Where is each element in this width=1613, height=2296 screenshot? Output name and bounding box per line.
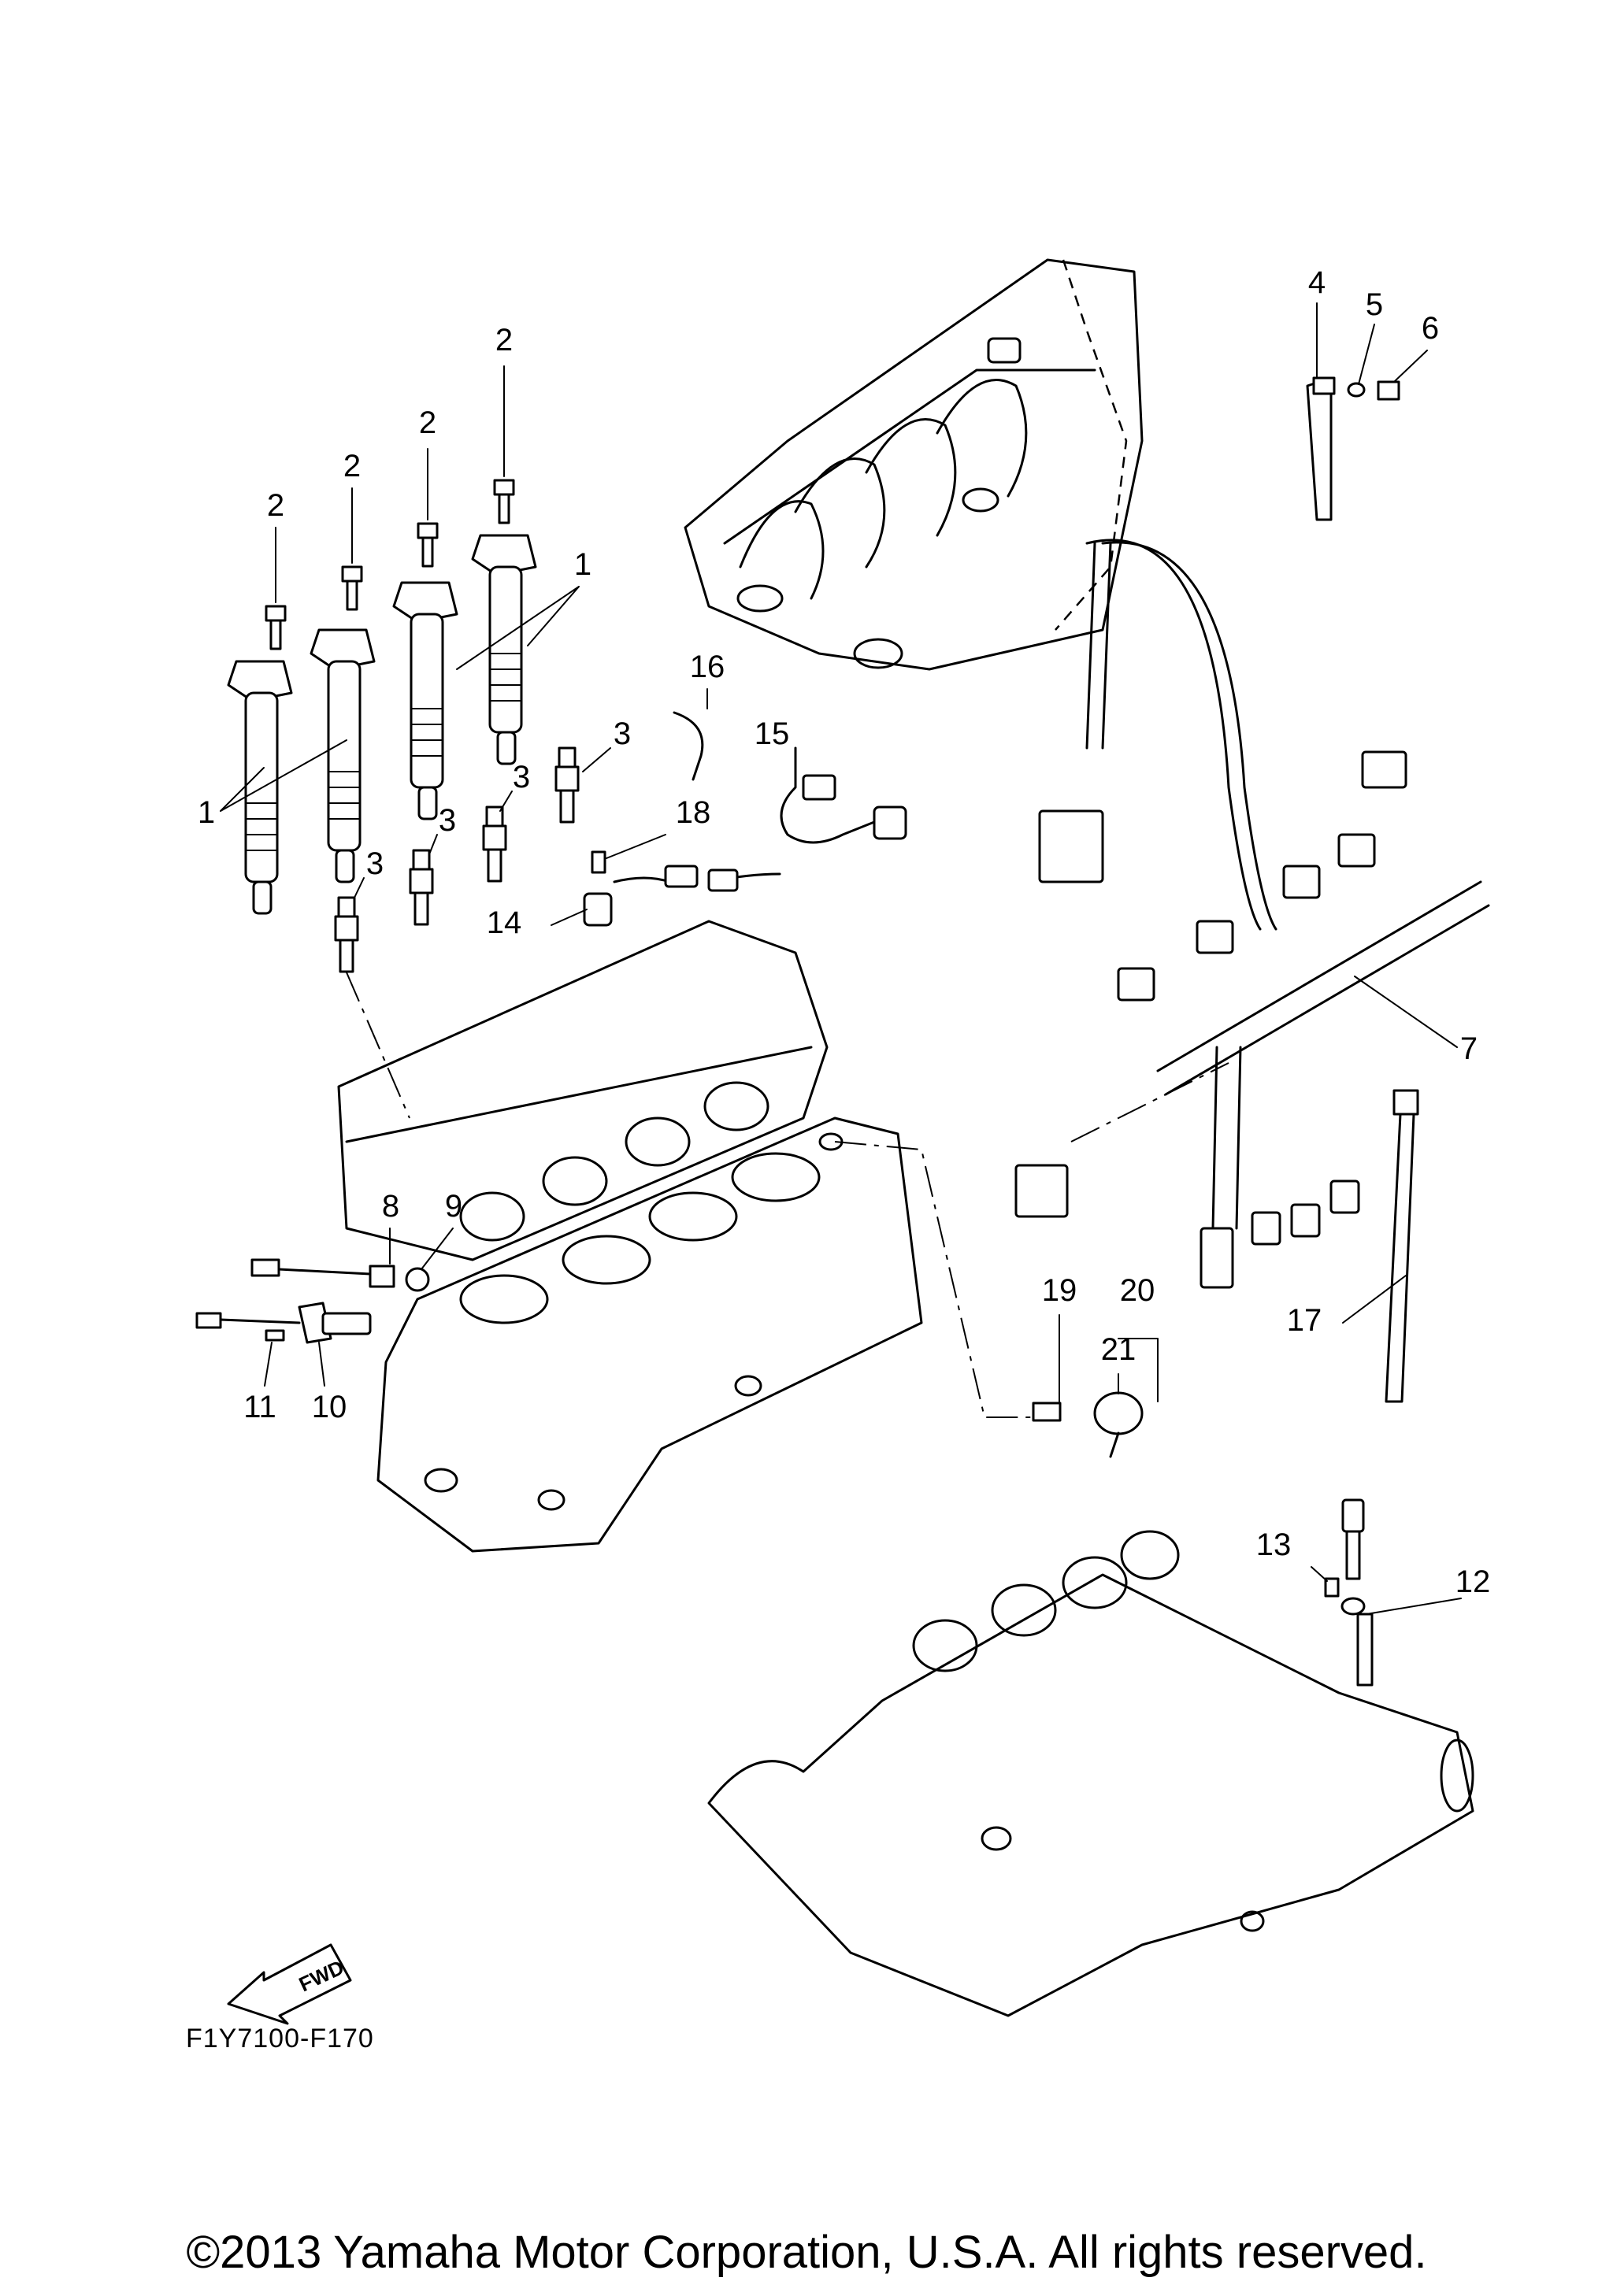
- copyright-notice: ©2013 Yamaha Motor Corporation, U.S.A. A…: [186, 2227, 1426, 2278]
- callout-label-14: 14: [487, 905, 522, 940]
- callout-label-5: 5: [1366, 287, 1383, 322]
- cable-tie: [1342, 1089, 1419, 1403]
- sensors-left: [195, 1228, 454, 1387]
- clamp-hardware: [1306, 302, 1428, 521]
- callout-label-11: 11: [243, 1390, 276, 1424]
- callout-label-20: 20: [1120, 1273, 1155, 1308]
- callout-label-15: 15: [755, 717, 790, 751]
- exhaust-manifold: [707, 1498, 1474, 2017]
- ignition-coils: [220, 534, 580, 915]
- callout-label-16: 16: [690, 650, 725, 684]
- sensors-top: [551, 688, 907, 927]
- callout-label-3: 3: [366, 846, 384, 881]
- callout-label-1: 1: [574, 547, 591, 582]
- callout-label-17: 17: [1287, 1303, 1322, 1338]
- fwd-arrow-icon: FWD: [227, 1943, 352, 2025]
- callout-label-19: 19: [1042, 1273, 1077, 1308]
- intake-manifold: [684, 258, 1144, 671]
- callout-label-13: 13: [1256, 1528, 1292, 1562]
- callout-label-3: 3: [513, 760, 530, 794]
- figure-reference: F1Y7100-F170: [186, 2024, 374, 2053]
- sensors-right: [834, 1141, 1159, 1458]
- cylinder-block: [337, 920, 923, 1553]
- callout-label-21: 21: [1101, 1332, 1137, 1367]
- callout-label-12: 12: [1455, 1565, 1491, 1599]
- callout-label-2: 2: [419, 406, 436, 440]
- callout-label-7: 7: [1460, 1031, 1478, 1066]
- callout-label-8: 8: [382, 1189, 399, 1224]
- callout-label-3: 3: [614, 717, 631, 751]
- callout-label-9: 9: [445, 1189, 462, 1224]
- callout-label-4: 4: [1308, 265, 1326, 300]
- coil-bolts: [265, 365, 515, 650]
- callout-label-3: 3: [439, 803, 456, 838]
- wire-harness: [1014, 539, 1490, 1289]
- callout-label-2: 2: [267, 488, 284, 523]
- callout-label-18: 18: [676, 795, 711, 830]
- spark-plugs: [334, 746, 611, 1119]
- callout-label-10: 10: [312, 1390, 347, 1424]
- callout-label-2: 2: [495, 323, 513, 357]
- callout-label-2: 2: [343, 449, 361, 483]
- callout-label-1: 1: [198, 795, 215, 830]
- callout-label-6: 6: [1422, 311, 1439, 346]
